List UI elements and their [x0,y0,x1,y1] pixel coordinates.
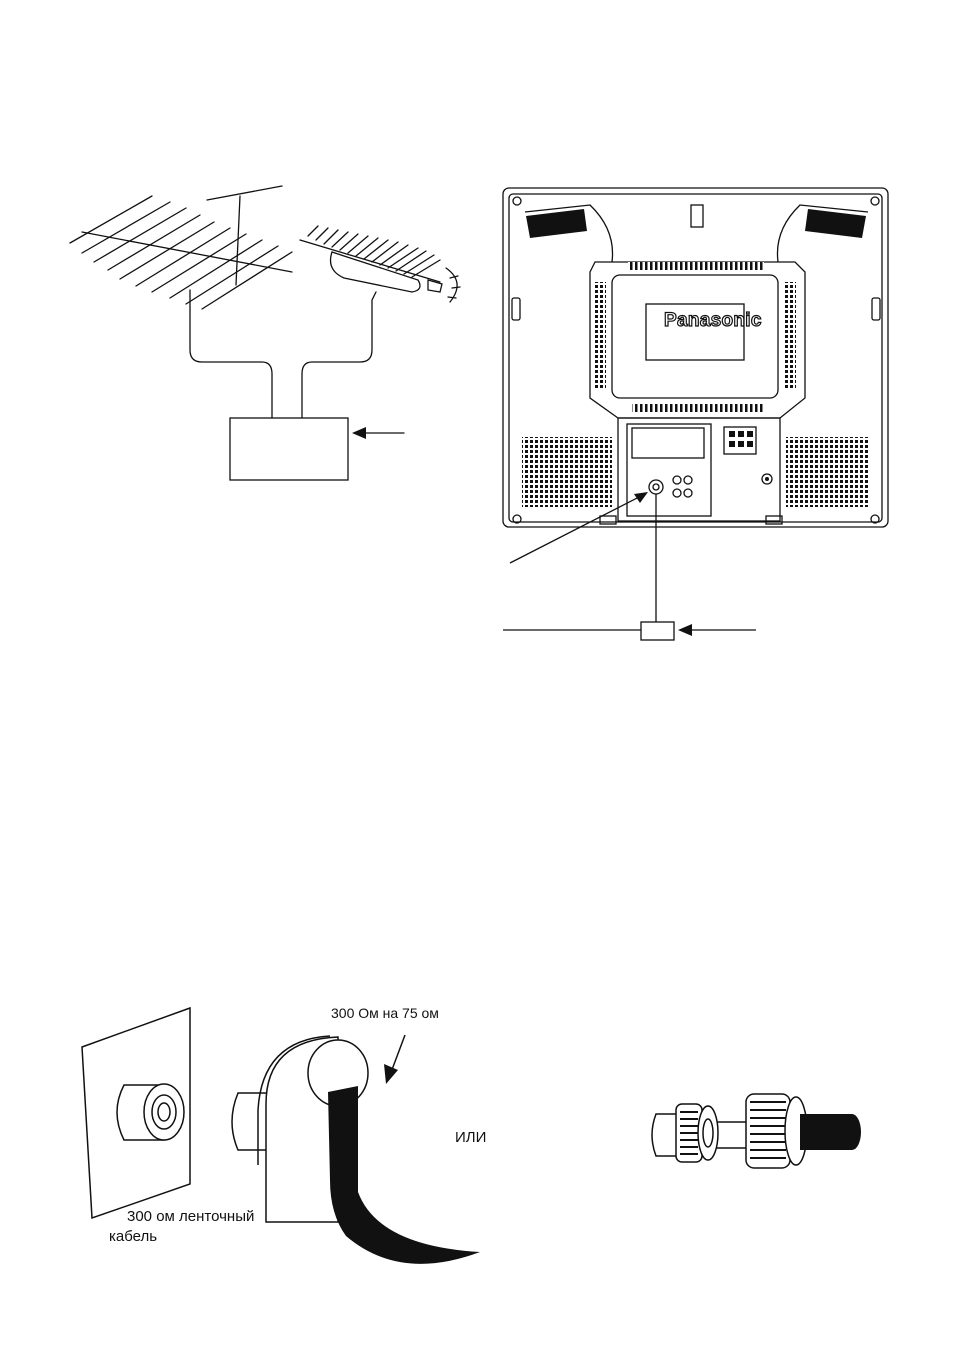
or-label: ИЛИ [455,1128,486,1147]
ribbon-cable-label-line2: кабель [109,1227,157,1246]
ribbon-cable [328,1086,480,1264]
coax-nut-large [746,1094,807,1168]
ribbon-cable-label-line1: 300 ом ленточный [127,1207,254,1226]
coax-nut-small [676,1104,718,1162]
adapter-pointer-arrow [384,1064,398,1084]
adapter-label: 300 Ом на 75 ом [331,1004,439,1023]
